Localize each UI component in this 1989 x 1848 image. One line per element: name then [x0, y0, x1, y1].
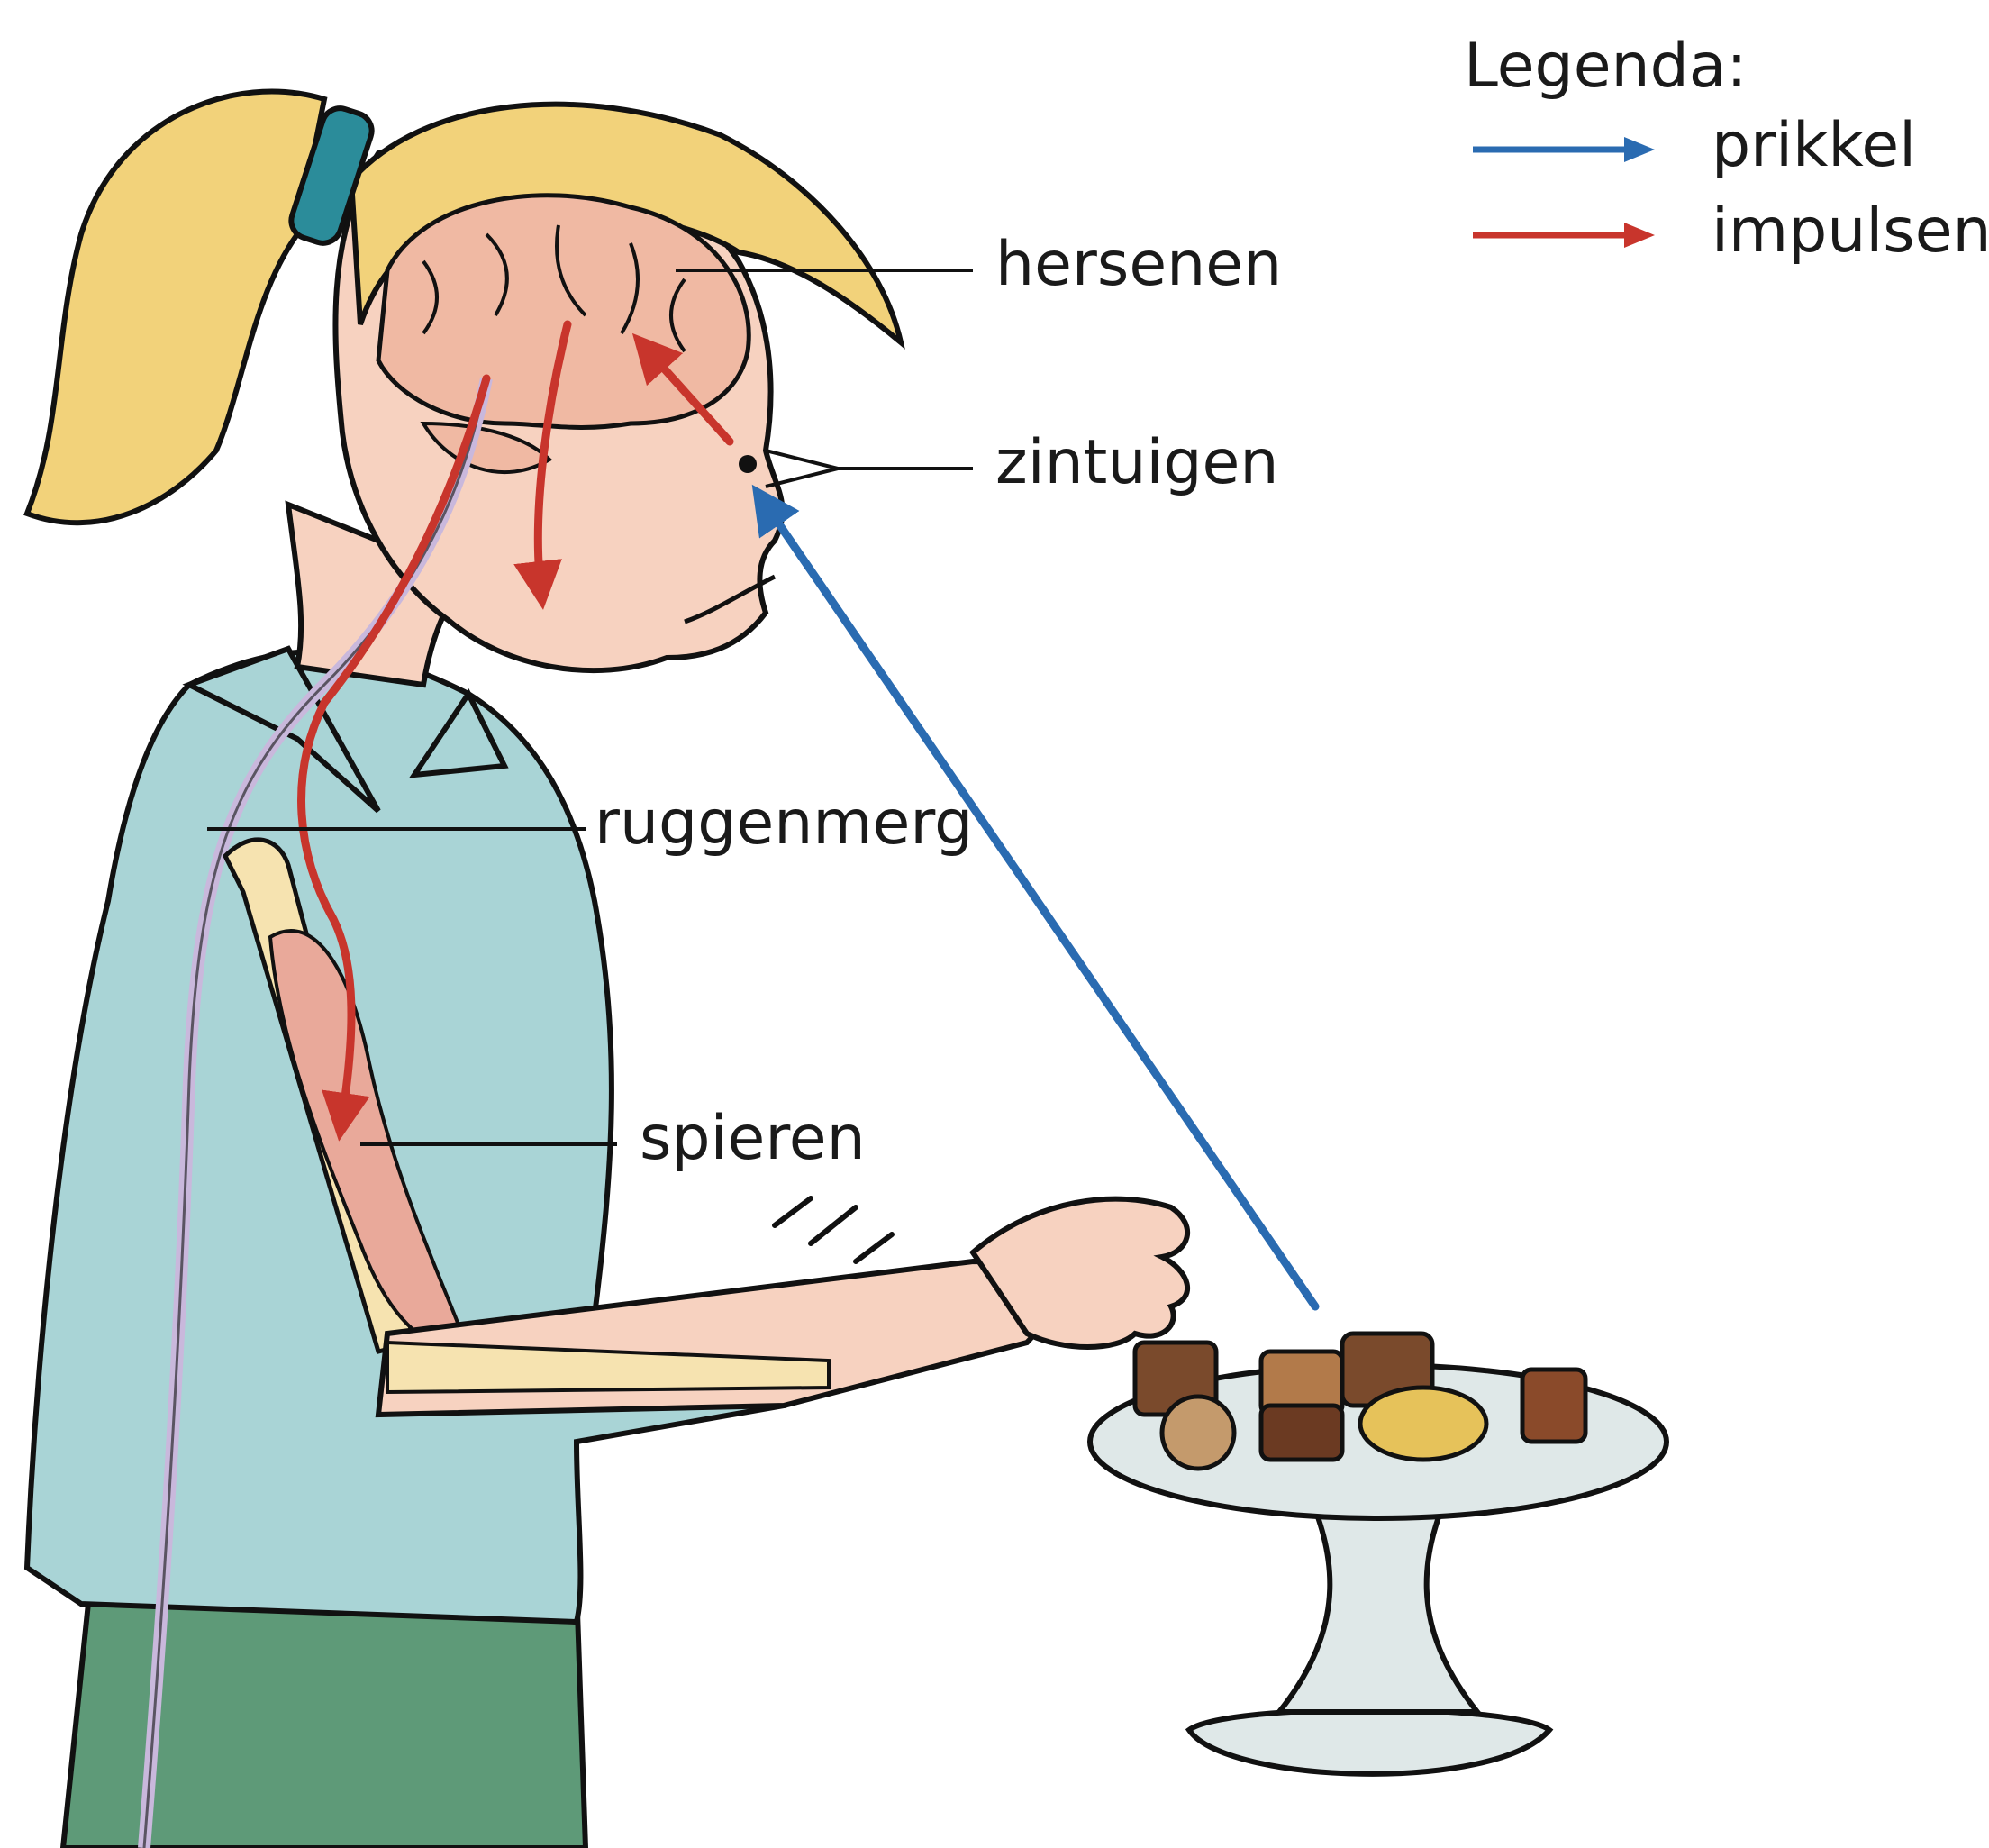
motion-lines	[775, 1198, 892, 1261]
legend-item-impulsen: impulsen	[1464, 201, 1747, 287]
red-arrow-icon	[1464, 217, 1671, 253]
ponytail	[27, 92, 324, 523]
stimulus-arrow	[766, 505, 1315, 1306]
legend-item-prikkel: prikkel	[1464, 115, 1747, 201]
blue-arrow-icon	[1464, 132, 1671, 168]
label-senses: zintuigen	[995, 432, 1278, 494]
label-brain: hersenen	[995, 234, 1282, 296]
label-muscles: spieren	[640, 1108, 866, 1170]
legend-label-prikkel: prikkel	[1712, 115, 1916, 177]
legend: Legenda: prikkel impulsen	[1464, 36, 1747, 287]
label-spinal-cord: ruggenmerg	[595, 793, 973, 854]
stand-base	[1189, 1710, 1549, 1774]
legend-title: Legenda:	[1464, 36, 1747, 97]
legend-label-impulsen: impulsen	[1712, 201, 1989, 262]
eye	[739, 455, 757, 473]
